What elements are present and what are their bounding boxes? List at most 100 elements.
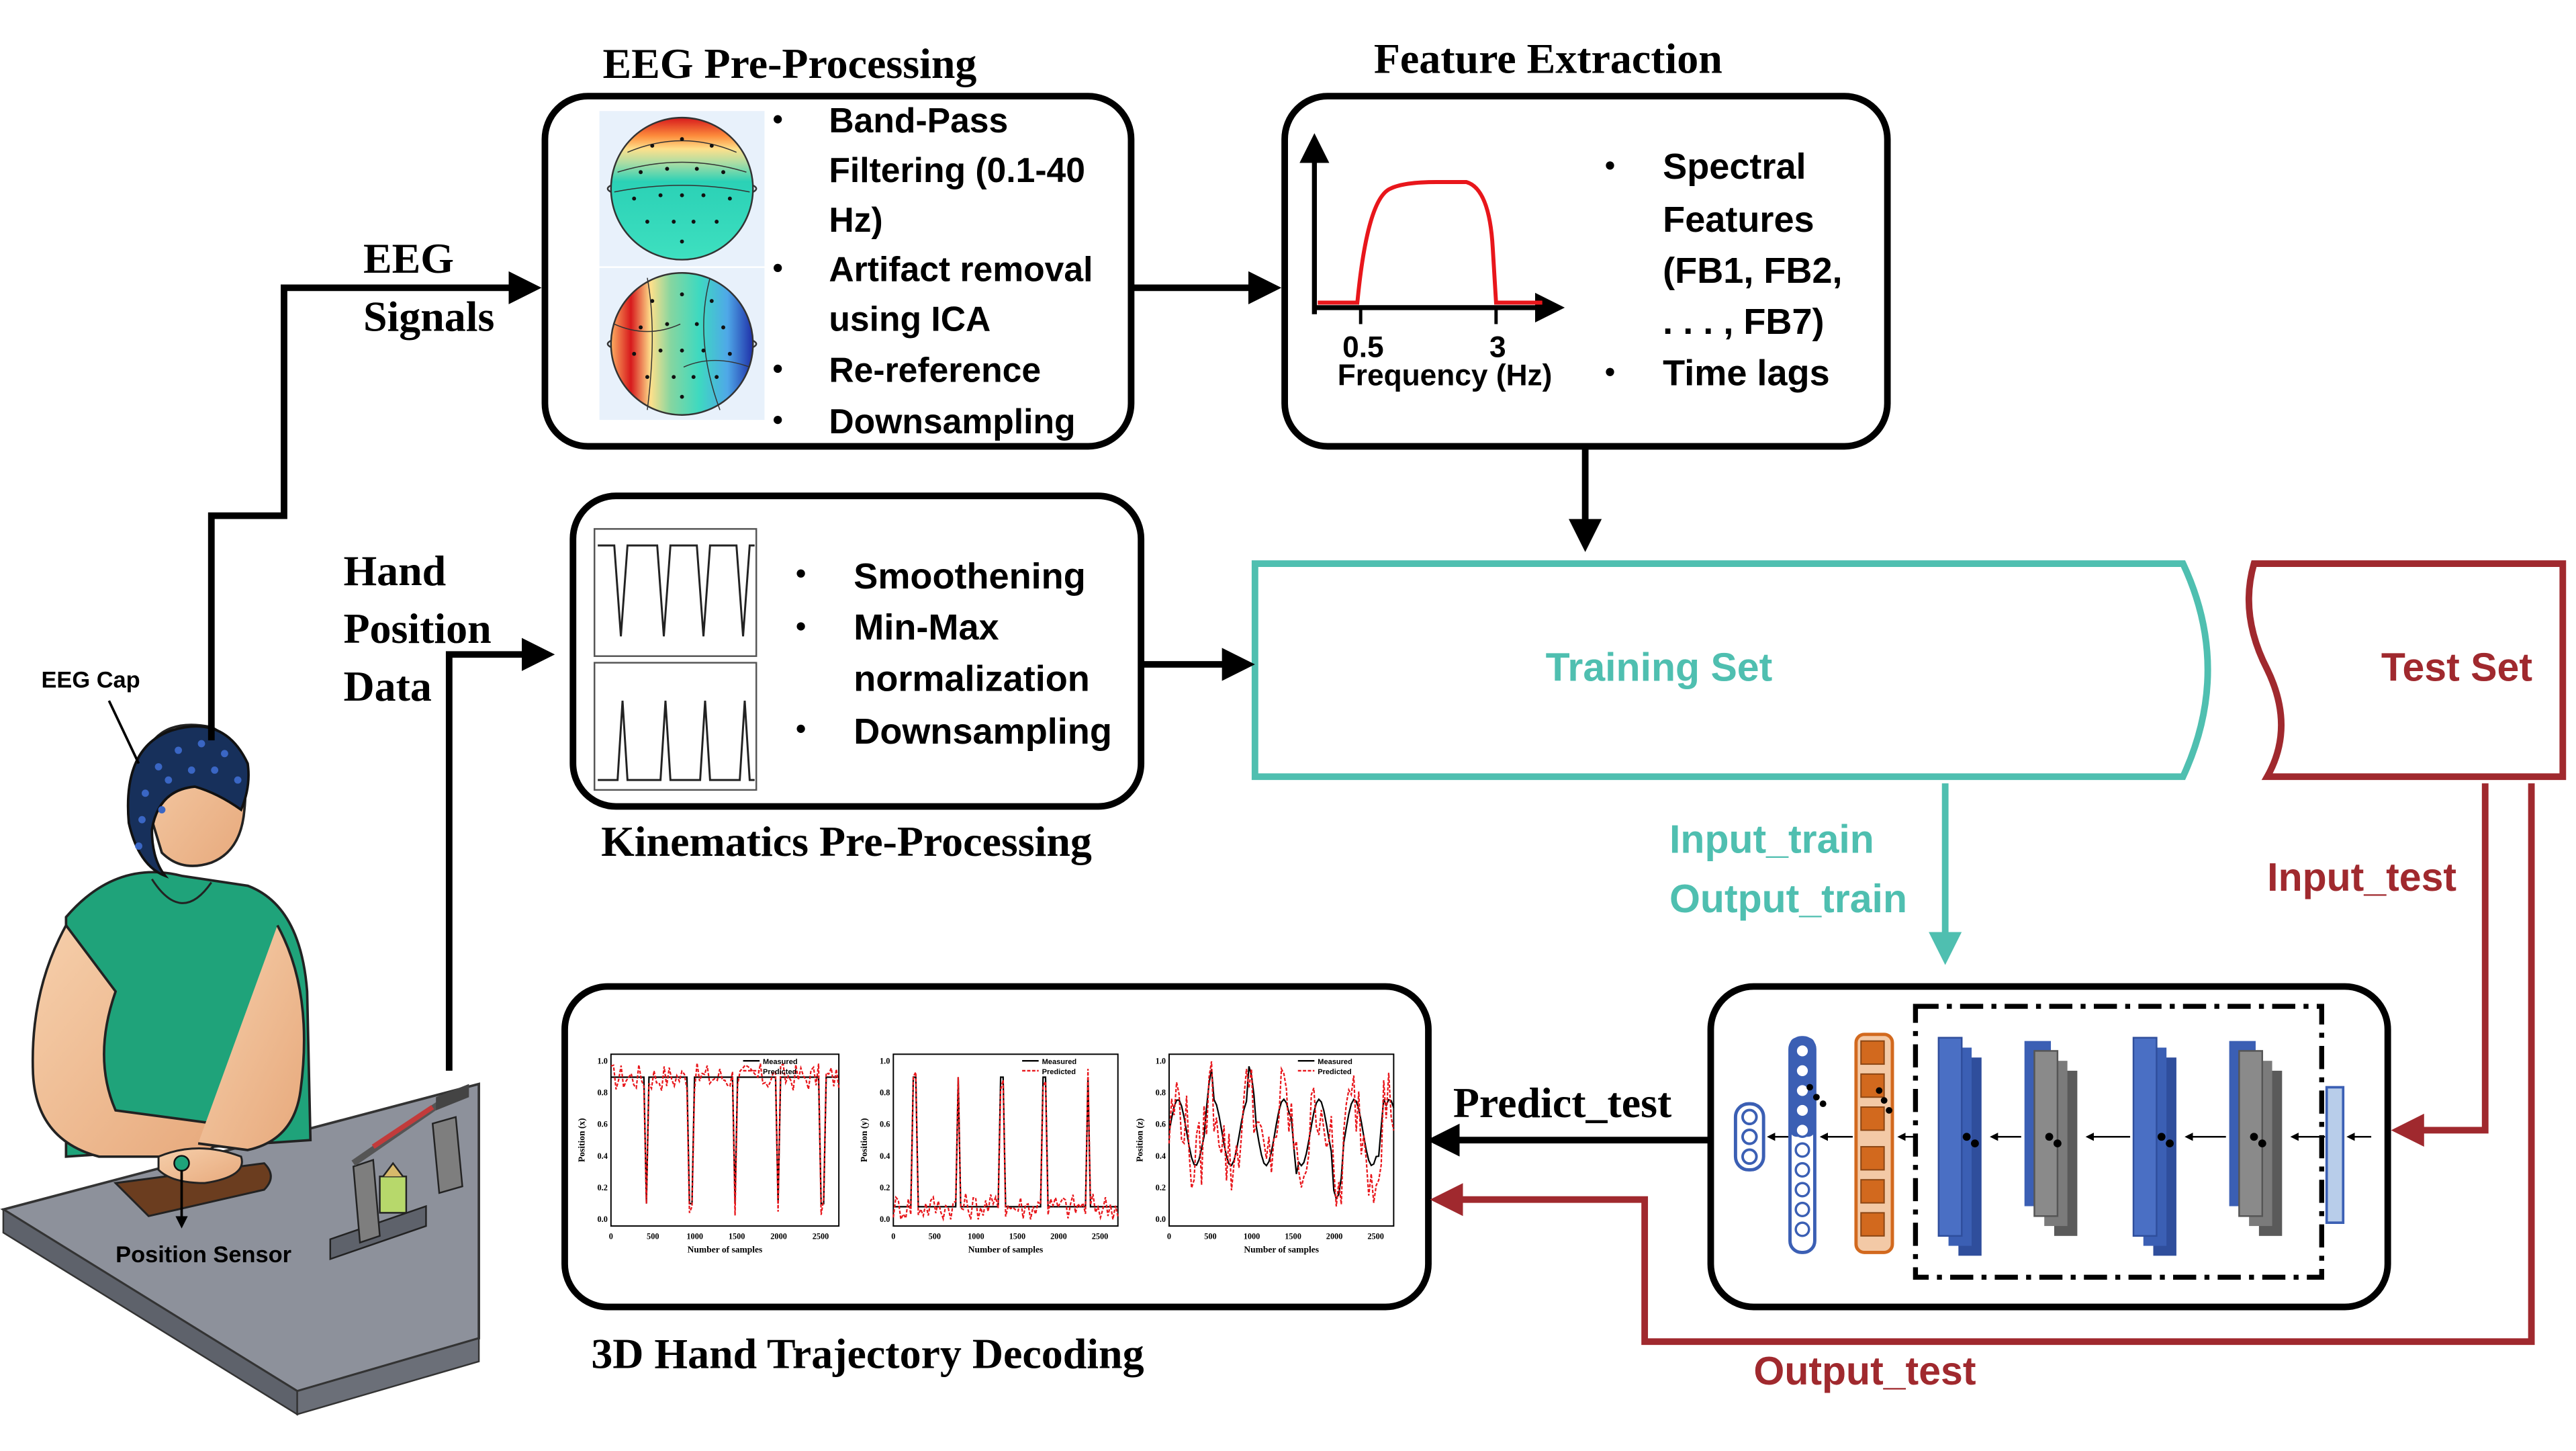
bullet — [1606, 367, 1614, 376]
pool-layer-2 — [2229, 1041, 2283, 1236]
pool-layer-1 — [2024, 1041, 2078, 1236]
arrow-test-input-to-model — [2391, 783, 2489, 1147]
x-tick-label: 1500 — [1009, 1232, 1026, 1241]
y-tick-label: 0.8 — [598, 1088, 608, 1098]
eeg-preprocessing-box: EEG Pre-Processing — [541, 40, 1135, 450]
predicted-series-line — [1168, 1061, 1395, 1206]
y-axis-label: Position (z) — [1135, 1118, 1146, 1162]
x-tick-label: 2000 — [1050, 1232, 1067, 1241]
arrow-test-output-to-decoding — [1430, 783, 2535, 1346]
x-tick-label: 2000 — [770, 1232, 787, 1241]
frequency-axis-label: Frequency (Hz) — [1338, 359, 1553, 392]
y-tick-label: 0.0 — [1156, 1215, 1166, 1224]
flow-arrows — [208, 271, 2535, 1346]
subject-illustration: EEG Cap Position Sensor — [0, 667, 480, 1416]
feature-1-line-3: (FB1, FB2, — [1663, 251, 1842, 291]
dense-layer — [1788, 1036, 1827, 1254]
input-train-label: Input_train — [1669, 817, 1874, 861]
eeg-step-4: Downsampling — [829, 402, 1075, 441]
x-tick-label: 2000 — [1326, 1232, 1343, 1241]
output-test-label: Output_test — [1753, 1349, 1976, 1393]
feature-items-list: Spectral Features (FB1, FB2, . . . , FB7… — [1606, 146, 1843, 393]
kin-step-3: Downsampling — [854, 711, 1112, 752]
x-tick-label: 2500 — [1367, 1232, 1384, 1241]
bullet — [774, 115, 782, 124]
x-tick-label: 1500 — [1285, 1232, 1301, 1241]
conv-layer-2 — [2132, 1037, 2176, 1256]
x-tick-label: 0 — [891, 1232, 895, 1241]
position-sensor-label: Position Sensor — [116, 1242, 291, 1268]
tick-label-3: 3 — [1489, 331, 1506, 364]
bullet — [796, 622, 805, 631]
kinematics-box: Smoothening Min-Max normalization Downsa… — [569, 492, 1145, 865]
filter-response-plot: 0.5 3 Frequency (Hz) — [1299, 133, 1565, 392]
feature-1-line-4: . . . , FB7) — [1663, 302, 1824, 342]
x-tick-label: 1000 — [968, 1232, 984, 1241]
legend-measured-label: Measured — [1318, 1058, 1352, 1066]
y-tick-label: 1.0 — [880, 1057, 890, 1066]
eeg-preprocessing-title: EEG Pre-Processing — [603, 40, 977, 87]
y-tick-label: 0.4 — [1156, 1151, 1166, 1161]
model-box — [1707, 983, 2391, 1311]
hand-position-label-line-3: Data — [343, 662, 431, 710]
kinematics-processed-plot — [594, 662, 757, 791]
test-set-shape: Test Set — [2246, 560, 2567, 781]
feature-2: Time lags — [1663, 353, 1829, 393]
y-tick-label: 0.4 — [598, 1151, 608, 1161]
eeg-signals-label-line-1: EEG — [363, 234, 454, 282]
legend-measured-label: Measured — [763, 1058, 798, 1066]
legend-predicted-label: Predicted — [763, 1068, 797, 1076]
conv-layer-1 — [1937, 1037, 1982, 1256]
bullet — [774, 364, 782, 373]
y-tick-label: 0.2 — [880, 1183, 890, 1192]
eeg-steps-list: Band-Pass Filtering (0.1-40 Hz) Artifact… — [774, 101, 1093, 441]
x-tick-label: 2500 — [813, 1232, 829, 1241]
x-axis-label: Number of samples — [968, 1244, 1044, 1254]
arrow-sensor-to-kinematics — [445, 637, 555, 1071]
x-tick-label: 1000 — [1244, 1232, 1260, 1241]
eeg-cap-pointer — [107, 700, 140, 764]
bullet — [796, 724, 805, 734]
kin-step-2-line-2: normalization — [854, 658, 1090, 699]
y-tick-label: 0.0 — [880, 1215, 890, 1224]
bullet — [774, 415, 782, 425]
kinematics-frame — [569, 492, 1145, 810]
hand-position-label-line-1: Hand — [343, 547, 446, 595]
y-tick-label: 1.0 — [598, 1057, 608, 1066]
y-tick-label: 0.0 — [598, 1215, 608, 1224]
predict-test-label: Predict_test — [1453, 1079, 1671, 1127]
topomap-bottom — [599, 267, 765, 421]
topomap-top — [599, 111, 765, 267]
y-tick-label: 0.4 — [880, 1151, 890, 1161]
feature-1-line-1: Spectral — [1663, 146, 1806, 187]
legend-predicted-label: Predicted — [1318, 1068, 1352, 1076]
y-axis-label: Position (y) — [859, 1118, 870, 1162]
eeg-preprocessing-frame — [541, 93, 1135, 450]
robotic-device — [329, 1084, 469, 1260]
x-tick-label: 500 — [1204, 1232, 1216, 1241]
output-layer — [1733, 1102, 1765, 1172]
feature-extraction-title: Feature Extraction — [1374, 35, 1722, 83]
x-tick-label: 1500 — [729, 1232, 745, 1241]
input-layer — [2325, 1086, 2345, 1224]
y-tick-label: 0.8 — [880, 1088, 890, 1098]
kin-step-1: Smoothening — [854, 556, 1085, 597]
y-tick-label: 0.2 — [598, 1183, 608, 1192]
measured-series-line — [1168, 1066, 1395, 1201]
test-set-label: Test Set — [2381, 646, 2532, 690]
model-frame — [1707, 983, 2391, 1311]
x-tick-label: 0 — [609, 1232, 613, 1241]
x-tick-label: 500 — [647, 1232, 659, 1241]
hand-on-pad — [113, 1147, 272, 1217]
x-axis-label: Number of samples — [1244, 1244, 1319, 1254]
x-tick-label: 500 — [929, 1232, 941, 1241]
eeg-step-3: Re-reference — [829, 351, 1041, 390]
y-tick-label: 1.0 — [1156, 1057, 1166, 1066]
